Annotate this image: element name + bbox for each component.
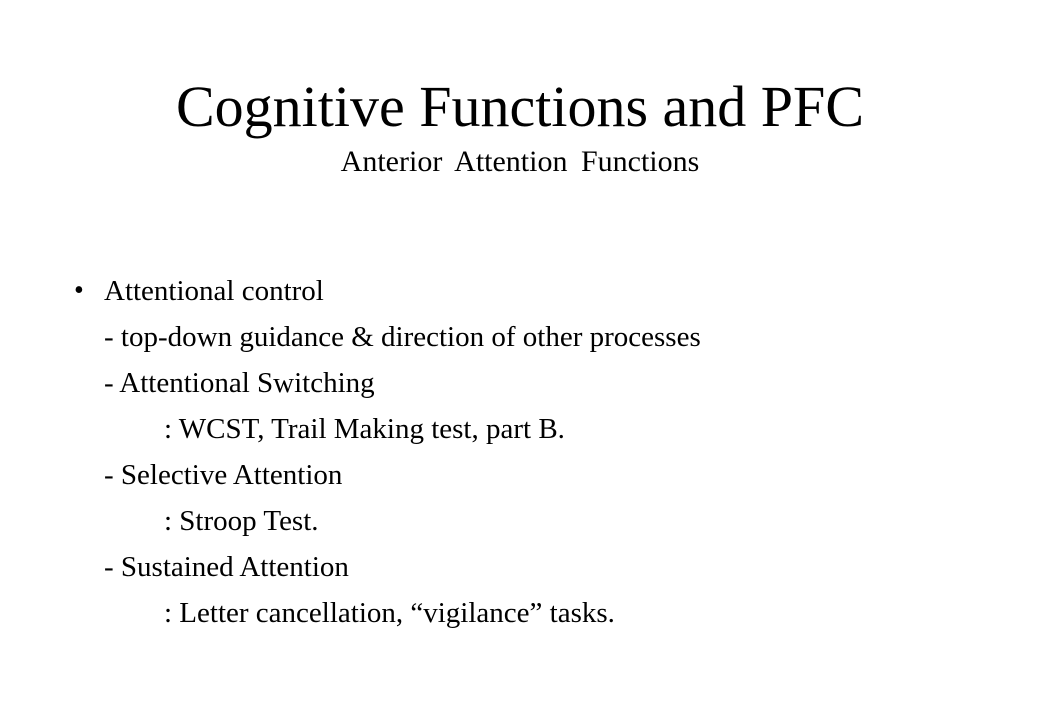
sub-item-text: - Selective Attention [104, 459, 343, 491]
bullet-item: • Attentional control [74, 268, 974, 314]
title-block: Cognitive Functions and PFC Anterior Att… [0, 72, 1040, 180]
sub-item: - Attentional Switching [74, 360, 974, 406]
bullet-icon: • [74, 275, 84, 306]
detail-item: : Letter cancellation, “vigilance” tasks… [74, 590, 974, 636]
detail-item-text: : Letter cancellation, “vigilance” tasks… [164, 597, 615, 629]
sub-item-text: - Sustained Attention [104, 551, 349, 583]
slide-subtitle: Anterior Attention Functions [340, 145, 700, 178]
slide-title: Cognitive Functions and PFC [175, 74, 864, 139]
detail-item: : Stroop Test. [74, 498, 974, 544]
detail-item: : WCST, Trail Making test, part B. [74, 406, 974, 452]
sub-item: - top-down guidance & direction of other… [74, 314, 974, 360]
slide-content: • Attentional control - top-down guidanc… [74, 268, 974, 636]
sub-item: - Sustained Attention [74, 544, 974, 590]
sub-item-text: - top-down guidance & direction of other… [104, 321, 701, 353]
detail-item-text: : Stroop Test. [164, 505, 319, 537]
detail-item-text: : WCST, Trail Making test, part B. [164, 413, 565, 445]
sub-item-text: - Attentional Switching [104, 367, 375, 399]
bullet-text: Attentional control [104, 275, 324, 307]
sub-item: - Selective Attention [74, 452, 974, 498]
